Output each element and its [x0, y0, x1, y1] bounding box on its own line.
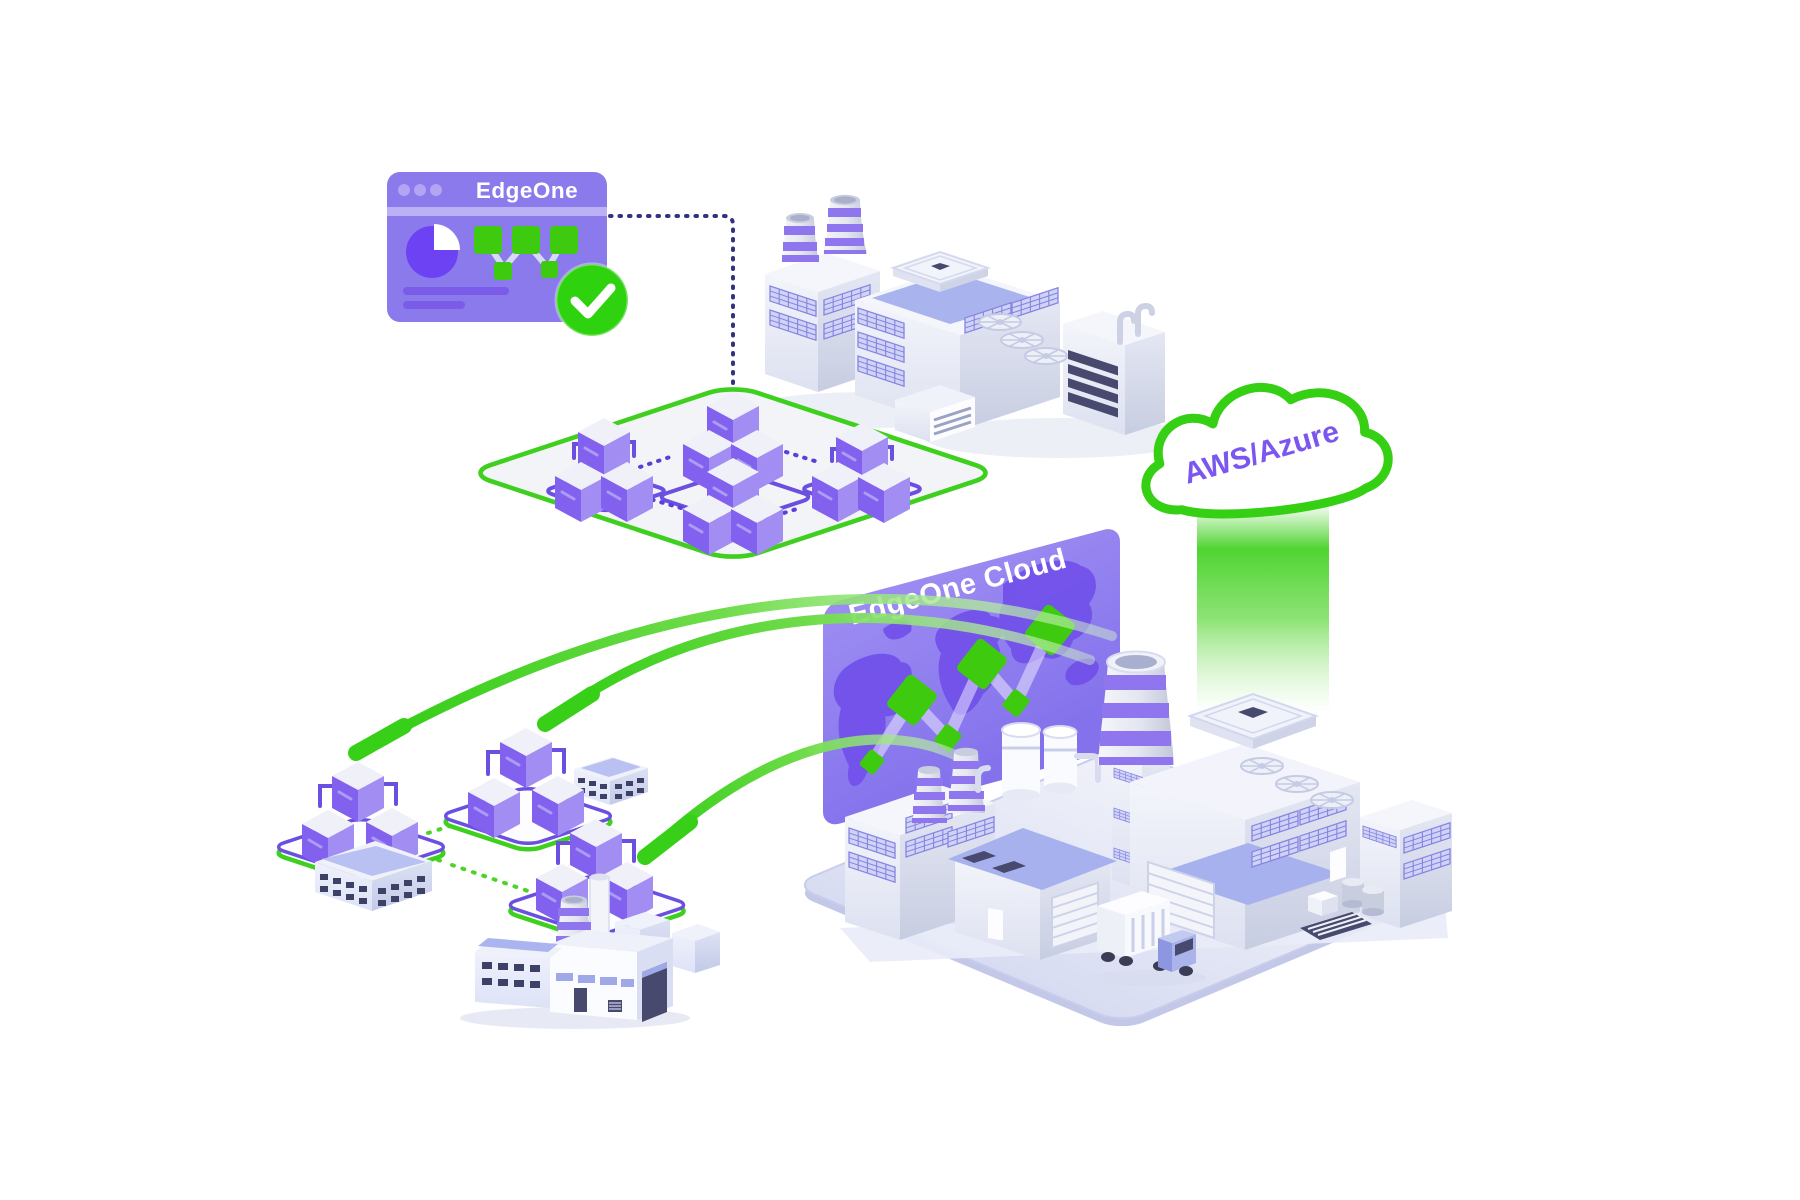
- roof-fan-icon: [1000, 331, 1044, 349]
- tank-icon: [975, 722, 1101, 801]
- factory-top: [745, 194, 1195, 458]
- pie-chart-icon: [406, 224, 460, 278]
- ac-unit-icon: [1308, 891, 1338, 916]
- roof-fan-icon: [1275, 775, 1319, 793]
- roof-fan-icon: [1240, 757, 1284, 775]
- blue-roof-panel: [948, 828, 1117, 890]
- pipe-icon: [1117, 310, 1137, 345]
- dashboard-title: EdgeOne: [476, 178, 578, 203]
- blue-roof-panel: [872, 272, 1036, 324]
- window-dots-icon: [398, 184, 442, 196]
- roof-vent-icon: [1238, 707, 1268, 718]
- barrel-icon: [1342, 878, 1384, 916]
- text-lines: [403, 287, 509, 309]
- node-graph-icon: [474, 226, 578, 280]
- roof-vent-icon: [931, 263, 950, 270]
- chimney-icon: [947, 747, 985, 813]
- dashboard-connector-line: [608, 214, 735, 388]
- cooling-tower-icon: [1098, 650, 1174, 765]
- arc-arrow-icon: [348, 593, 1117, 865]
- factory-small: [460, 873, 720, 1029]
- aws-azure-cloud: AWS/Azure: [1141, 383, 1393, 519]
- card-divider: [387, 207, 607, 216]
- roof-fan-icon: [1310, 791, 1354, 809]
- chimney-icon: [781, 213, 819, 262]
- pipe-icon: [1135, 302, 1155, 337]
- grate-icon: [608, 1000, 622, 1012]
- low-building: [315, 841, 432, 911]
- edgeone-dashboard-card: EdgeOne: [387, 172, 630, 338]
- roof-fan-icon: [978, 313, 1022, 331]
- door: [574, 988, 587, 1012]
- door: [988, 907, 1003, 941]
- cloud-icon: [1141, 383, 1393, 519]
- factory-main-campus: [792, 650, 1452, 1027]
- edge-network-platform-top: [466, 385, 999, 561]
- beam-icon: [1197, 503, 1329, 713]
- low-building: [574, 757, 648, 805]
- chimney-icon: [912, 766, 947, 823]
- edge-clusters-left: [271, 726, 691, 942]
- truck-icon: [1090, 891, 1206, 986]
- chimney-icon: [823, 194, 867, 254]
- grate-icon: [1300, 912, 1372, 940]
- check-circle-icon: [554, 262, 630, 338]
- garage-door: [642, 962, 667, 1022]
- roof-fan-icon: [1024, 347, 1068, 365]
